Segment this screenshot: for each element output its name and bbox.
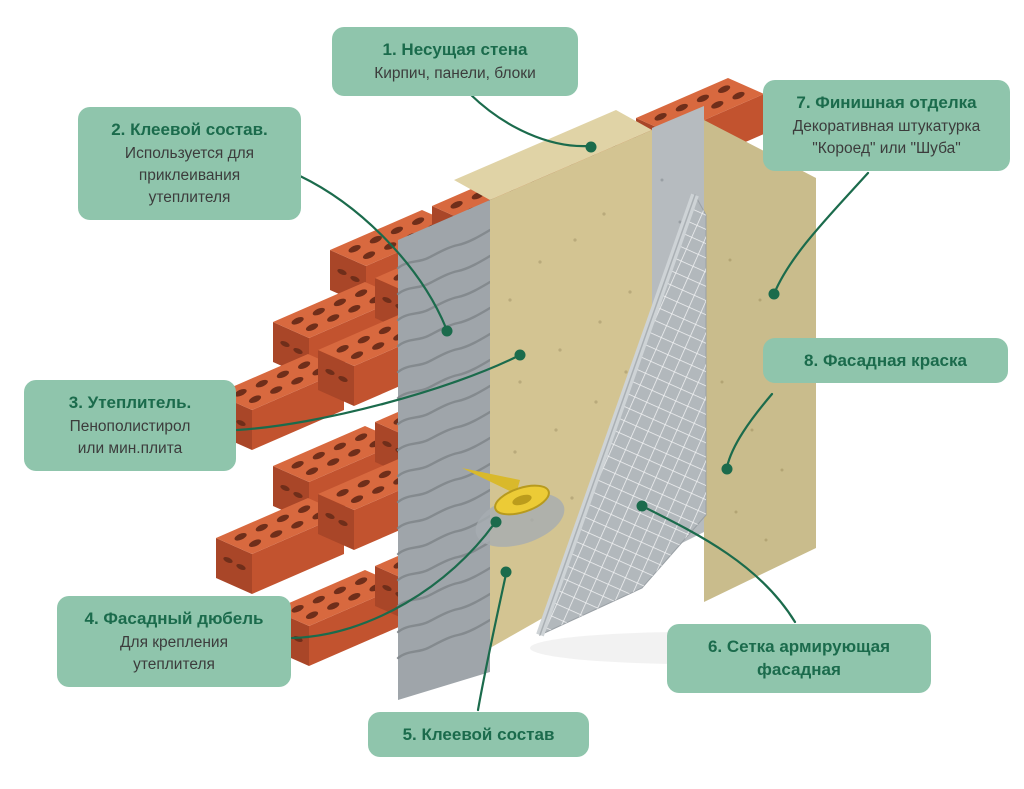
adhesive-layer — [396, 200, 492, 700]
leader-line-4 — [290, 522, 496, 640]
callout-finish-title: 7. Финишная отделка — [796, 93, 977, 112]
leader-line-1 — [468, 92, 591, 148]
callout-paint: 8. Фасадная краска — [763, 338, 1008, 384]
leader-lines — [235, 92, 870, 712]
callout-mesh-title: 6. Сетка армирующая фасадная — [707, 637, 891, 680]
leader-dot-4 — [490, 516, 502, 528]
leader-dot-7 — [768, 288, 780, 300]
callout-finish-body: Декоративная штукатурка "Короед" или "Шу… — [792, 118, 981, 158]
callout-mesh: 6. Сетка армирующая фасадная — [667, 624, 931, 693]
callout-insulation: 3. Утеплитель. Пенополистирол или мин.пл… — [24, 380, 236, 472]
leader-line-8 — [725, 392, 774, 469]
leader-dot-8 — [721, 463, 733, 475]
callout-adhesive: 2. Клеевой состав. Используется для прик… — [78, 107, 301, 221]
leader-line-6 — [642, 505, 797, 624]
callout-bearing-wall: 1. Несущая стена Кирпич, панели, блоки — [332, 27, 578, 97]
leader-line-7 — [772, 171, 870, 296]
callout-adhesive-2: 5. Клеевой состав — [368, 712, 589, 758]
leader-dot-5 — [500, 566, 512, 578]
callout-bearing-wall-body: Кирпич, панели, блоки — [374, 65, 536, 83]
callout-insulation-body: Пенополистирол или мин.плита — [69, 418, 191, 458]
leader-dot-3 — [514, 349, 526, 361]
leader-line-3 — [235, 354, 520, 432]
leader-dot-1 — [585, 141, 597, 153]
callout-adhesive-title: 2. Клеевой состав. — [111, 120, 268, 139]
callout-dowel: 4. Фасадный дюбель Для крепления утеплит… — [57, 596, 291, 688]
facade-dowel — [462, 468, 550, 516]
callout-adhesive-body: Используется для приклеивания утеплителя — [124, 145, 255, 207]
leader-line-5 — [476, 572, 508, 712]
callout-bearing-wall-title: 1. Несущая стена — [382, 40, 528, 59]
callout-dowel-body: Для крепления утеплителя — [120, 634, 228, 674]
callout-adhesive-2-title: 5. Клеевой состав — [402, 725, 555, 744]
callout-insulation-title: 3. Утеплитель. — [68, 393, 192, 412]
leader-line-2 — [298, 174, 448, 330]
leader-dot-2 — [441, 325, 453, 337]
callout-finish: 7. Финишная отделка Декоративная штукату… — [763, 80, 1010, 172]
leader-dot-6 — [636, 500, 648, 512]
callout-dowel-title: 4. Фасадный дюбель — [84, 609, 264, 628]
callout-paint-title: 8. Фасадная краска — [804, 351, 967, 370]
reinforcing-mesh — [536, 193, 707, 637]
